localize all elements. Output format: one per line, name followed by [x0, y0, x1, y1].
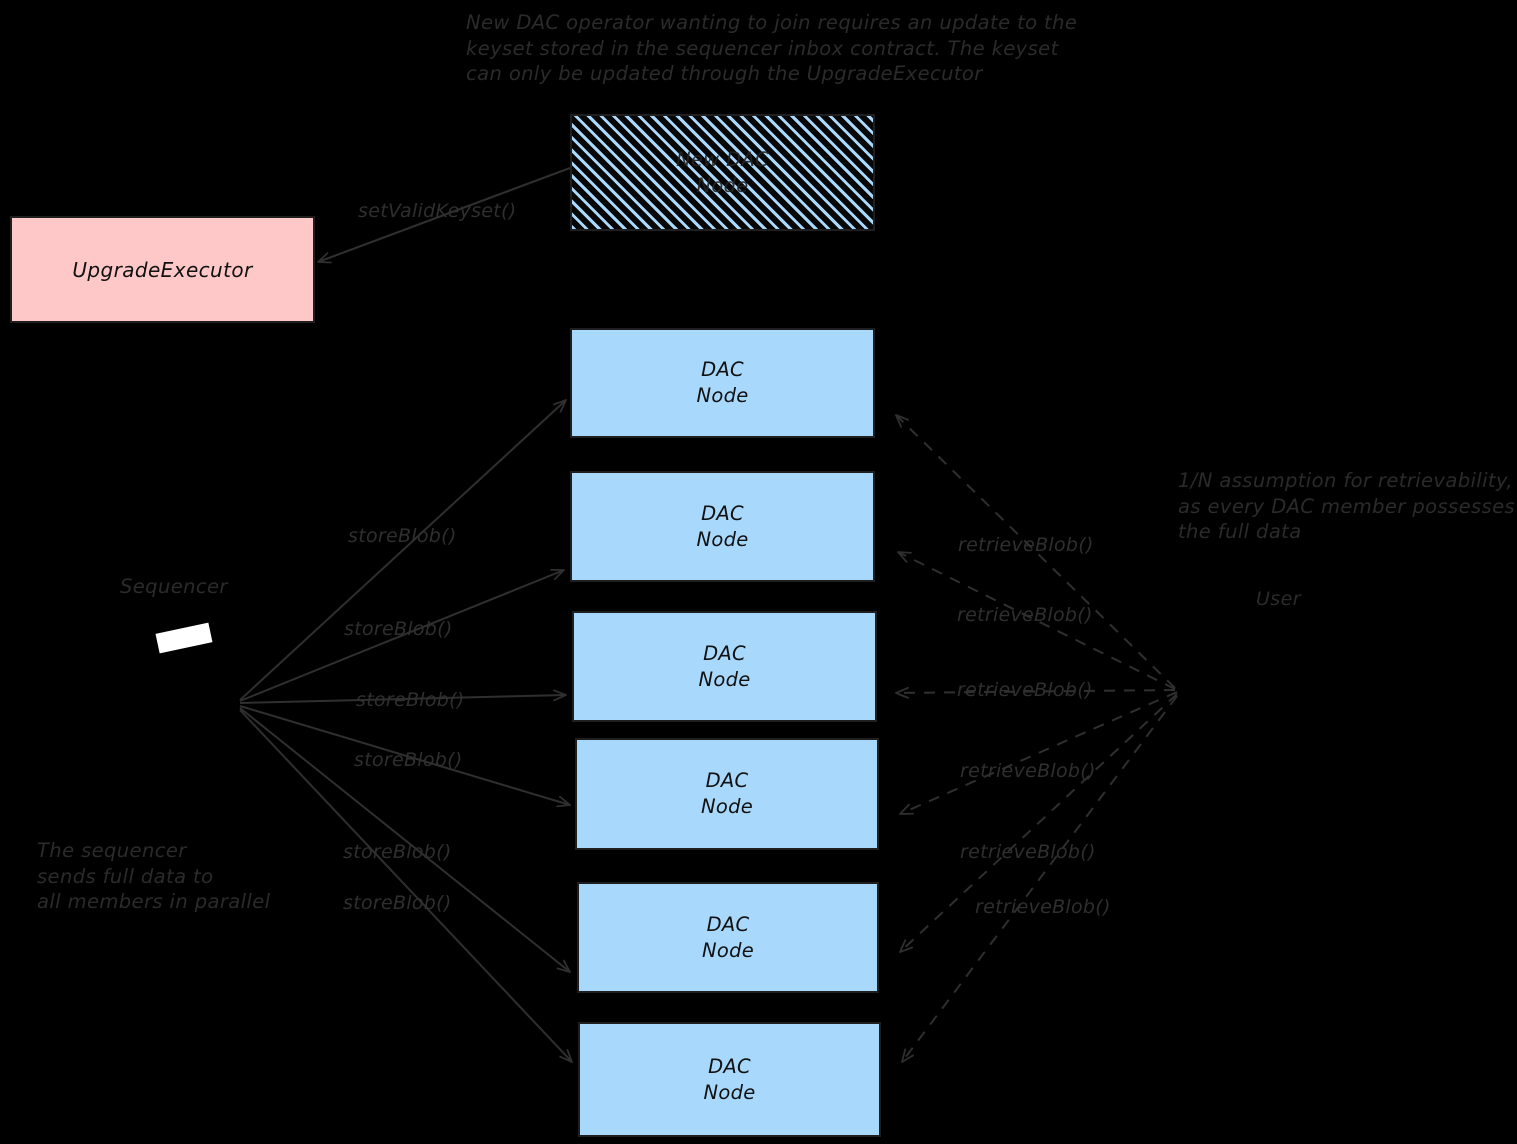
edge-label-store-blob-1: storeBlob(): [348, 525, 457, 547]
edge-store-blob-5: [239, 707, 571, 973]
dac-node-3-label-line1: DAC: [703, 641, 746, 665]
edge-label-set-valid-keyset: setValidKeyset(): [358, 200, 517, 222]
dac-node-4[interactable]: DAC Node: [575, 738, 879, 850]
dac-node-6-label-line2: Node: [703, 1080, 756, 1104]
new-dac-node-box[interactable]: New DAC Node: [570, 114, 875, 231]
sequencer-label: Sequencer: [120, 575, 228, 598]
edge-store-blob-2: [239, 568, 565, 702]
edge-label-store-blob-6: storeBlob(): [343, 892, 452, 914]
dac-node-4-label-line2: Node: [700, 795, 754, 818]
edge-label-retrieve-blob-5: retrieveBlob(): [960, 841, 1096, 863]
new-dac-node-label-line1: New DAC: [676, 147, 769, 171]
edge-label-retrieve-blob-1: retrieveBlob(): [958, 534, 1094, 556]
edge-label-retrieve-blob-4: retrieveBlob(): [960, 760, 1096, 782]
upgrade-executor-box[interactable]: UpgradeExecutor: [10, 216, 315, 323]
upgrade-executor-label: UpgradeExecutor: [72, 257, 253, 282]
dac-node-4-label-line1: DAC: [705, 769, 749, 792]
edge-set-valid-keyset: [317, 167, 571, 264]
new-dac-node-label-line2: Node: [696, 173, 749, 197]
edge-store-blob-4: [239, 705, 571, 808]
edge-retrieve-blob-4: [899, 691, 1178, 815]
dac-node-1[interactable]: DAC Node: [570, 328, 875, 438]
edge-label-retrieve-blob-3: retrieveBlob(): [957, 679, 1093, 701]
dac-node-6[interactable]: DAC Node: [578, 1022, 881, 1137]
dac-node-5-label-line1: DAC: [706, 912, 750, 936]
edge-label-retrieve-blob-6: retrieveBlob(): [975, 896, 1111, 918]
edge-retrieve-blob-5: [899, 693, 1178, 953]
edge-label-store-blob-2: storeBlob(): [344, 618, 453, 640]
edge-retrieve-blob-1: [895, 414, 1176, 689]
dac-node-1-label-line1: DAC: [701, 358, 744, 381]
edge-store-blob-1: [239, 399, 567, 701]
dac-node-3-label-line2: Node: [698, 667, 751, 691]
edge-label-retrieve-blob-2: retrieveBlob(): [957, 604, 1093, 626]
dac-node-1-label-line2: Node: [696, 384, 749, 407]
dac-node-3[interactable]: DAC Node: [572, 611, 877, 722]
edge-label-store-blob-3: storeBlob(): [356, 689, 465, 711]
edge-label-store-blob-5: storeBlob(): [343, 841, 452, 863]
dac-node-5-label-line2: Node: [701, 938, 755, 962]
edge-store-blob-6: [239, 709, 573, 1063]
dac-node-2-label-line2: Node: [696, 527, 749, 551]
edge-store-blob-3: [239, 689, 567, 704]
dac-node-5[interactable]: DAC Node: [577, 882, 879, 993]
dac-node-2-label-line1: DAC: [701, 501, 744, 525]
user-label: User: [1256, 588, 1301, 610]
edge-retrieve-blob-3: [895, 686, 1176, 699]
dac-node-6-label-line1: DAC: [708, 1054, 751, 1078]
edge-retrieve-blob-6: [901, 695, 1178, 1063]
dac-node-2[interactable]: DAC Node: [570, 471, 875, 582]
edge-label-store-blob-4: storeBlob(): [354, 749, 463, 771]
